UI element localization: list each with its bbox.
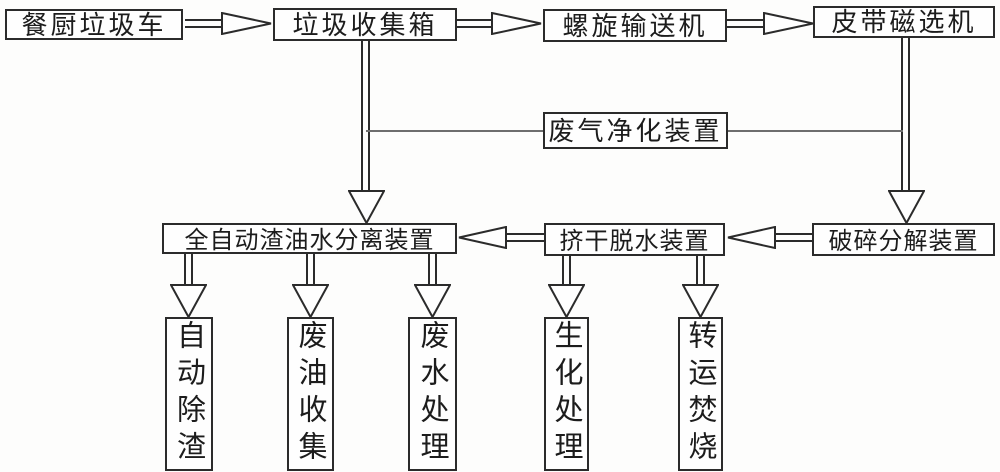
node-label: 转运焚烧 (684, 320, 718, 468)
node-crushing-decomposition-device: 破碎分解装置 (812, 223, 995, 256)
node-label: 垃圾收集箱 (292, 10, 438, 41)
node-squeeze-dewatering-device: 挤干脱水装置 (544, 223, 725, 256)
edge-shaft (727, 19, 765, 28)
edge-shaft (306, 254, 315, 285)
arrow-down-icon (548, 284, 585, 318)
edge-shaft (361, 41, 370, 191)
node-label: 废水处理 (416, 320, 450, 468)
arrow-down-icon (348, 190, 385, 224)
arrow-down-icon (414, 284, 451, 318)
edge-shaft (184, 254, 193, 285)
arrow-down-icon (292, 284, 329, 318)
arrow-left-icon (727, 226, 776, 249)
node-label: 废油收集 (294, 320, 328, 468)
node-label: 螺旋输送机 (562, 11, 708, 42)
arrow-left-icon (458, 226, 507, 249)
edge-shaft (562, 256, 571, 285)
node-label: 挤干脱水装置 (559, 226, 710, 255)
node-label: 生化处理 (550, 320, 584, 468)
edge-shaft (696, 256, 705, 285)
node-screw-conveyor: 螺旋输送机 (543, 9, 727, 42)
node-biochemical-treatment: 生化处理 (544, 317, 589, 471)
node-auto-slag-removal: 自动除渣 (165, 317, 213, 471)
node-label: 破碎分解装置 (828, 226, 979, 255)
node-garbage-collection-box: 垃圾收集箱 (273, 8, 457, 41)
node-waste-oil-collection: 废油收集 (287, 317, 334, 471)
node-label: 全自动渣油水分离装置 (184, 225, 435, 254)
node-label: 自动除渣 (172, 320, 207, 468)
arrow-right-icon (763, 12, 814, 35)
arrow-down-icon (888, 190, 925, 224)
node-waste-gas-purifier: 废气净化装置 (543, 112, 728, 149)
node-belt-magnetic-separator: 皮带磁选机 (813, 6, 995, 38)
node-kitchen-waste-truck: 餐厨垃圾车 (5, 9, 183, 40)
edge-line (366, 130, 543, 132)
node-waste-water-treatment: 废水处理 (408, 317, 457, 471)
arrow-down-icon (682, 284, 719, 318)
edge-shaft (185, 19, 223, 28)
edge-shaft (505, 233, 544, 242)
node-label: 皮带磁选机 (831, 8, 977, 38)
edge-shaft (457, 19, 493, 28)
edge-shaft (774, 233, 812, 242)
edge-shaft (901, 38, 910, 191)
node-transfer-incineration: 转运焚烧 (678, 317, 723, 471)
edge-line (727, 130, 903, 132)
node-auto-slag-oil-water-separator: 全自动渣油水分离装置 (162, 223, 457, 254)
edge-shaft (428, 254, 437, 285)
arrow-right-icon (491, 12, 542, 35)
arrow-down-icon (170, 284, 207, 318)
node-label: 废气净化装置 (548, 116, 723, 147)
node-label: 餐厨垃圾车 (21, 10, 167, 41)
arrow-right-icon (221, 12, 272, 35)
